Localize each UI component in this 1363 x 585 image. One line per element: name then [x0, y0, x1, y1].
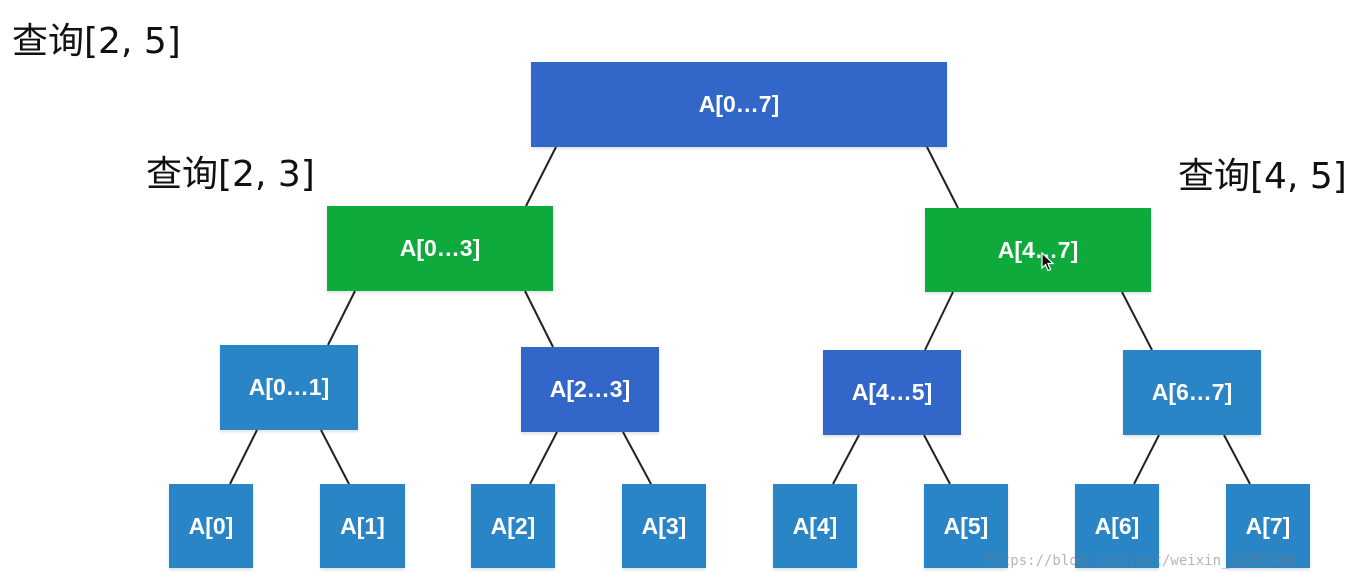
leaf-1: A[1] — [320, 484, 405, 568]
edge-67-7 — [1223, 434, 1251, 485]
leaf-6: A[6] — [1075, 484, 1159, 568]
left-query-caption: 查询[2, 3] — [146, 154, 315, 195]
edge-45-5 — [923, 434, 951, 485]
edge-root-right — [926, 146, 959, 209]
mouse-cursor-icon — [1041, 252, 1055, 272]
edge-03-01 — [327, 290, 356, 346]
node-2-3: A[2…3] — [521, 347, 659, 432]
leaf-2: A[2] — [471, 484, 555, 568]
node-6-7: A[6…7] — [1123, 350, 1261, 435]
edge-47-45 — [924, 291, 954, 351]
node-root: A[0…7] — [531, 62, 947, 147]
leaf-0: A[0] — [169, 484, 253, 568]
node-0-1: A[0…1] — [220, 345, 358, 430]
edge-root-left — [525, 146, 557, 207]
watermark: https://blog.csdn.net/weixin_41207499 — [985, 553, 1297, 569]
node-4-5: A[4…5] — [823, 350, 961, 435]
root-query-caption: 查询[2, 5] — [12, 21, 181, 62]
edge-23-2 — [529, 431, 558, 485]
leaf-5: A[5] — [924, 484, 1008, 568]
node-4-7: A[4…7] — [925, 208, 1151, 292]
leaf-3: A[3] — [622, 484, 706, 568]
edge-23-3 — [622, 431, 652, 485]
node-0-3: A[0…3] — [327, 206, 553, 291]
edge-01-0 — [229, 429, 258, 485]
leaf-4: A[4] — [773, 484, 857, 568]
edge-03-23 — [524, 290, 554, 348]
edge-01-1 — [320, 429, 350, 485]
edge-67-6 — [1133, 434, 1160, 485]
edge-47-67 — [1121, 291, 1153, 351]
edge-45-4 — [832, 434, 860, 485]
leaf-7: A[7] — [1226, 484, 1310, 568]
right-query-caption: 查询[4, 5] — [1178, 156, 1347, 197]
